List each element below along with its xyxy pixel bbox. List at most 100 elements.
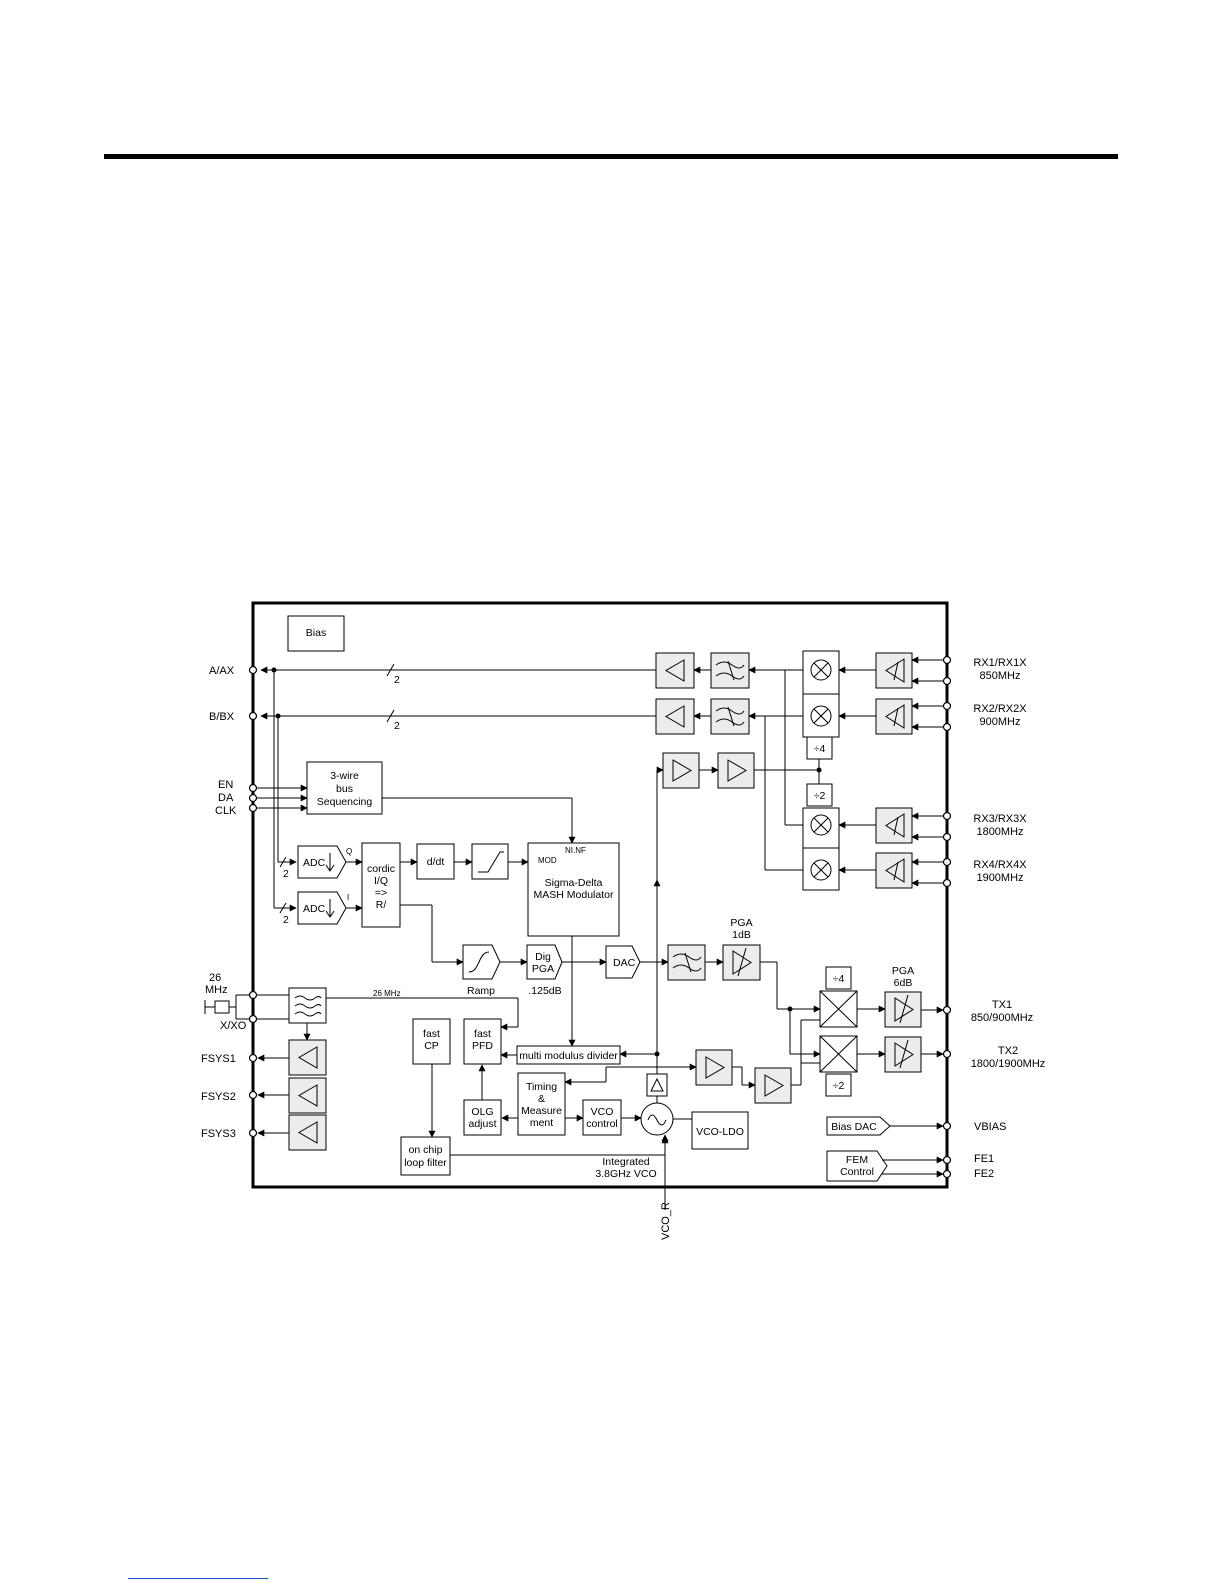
lo-buffer-amp-2 <box>717 752 755 789</box>
amp-right-icon <box>727 759 747 782</box>
svg-text:on chip: on chip <box>409 1144 443 1156</box>
svg-text:&: & <box>538 1093 545 1105</box>
olg-adjust-block: OLG adjust <box>463 1099 502 1136</box>
fsys-buffer-2 <box>288 1077 327 1114</box>
pin-label-tx1-band: 850/900MHz <box>971 1012 1033 1024</box>
svg-text:Ramp: Ramp <box>467 985 495 997</box>
sigma-delta-modulator: MOD NI.NF Sigma-Delta MASH Modulator <box>527 842 620 937</box>
pin-label-b-bx: B/BX <box>209 711 235 723</box>
svg-text:NI.NF: NI.NF <box>565 846 586 855</box>
pin-label-a-ax: A/AX <box>209 665 235 677</box>
pin-label-rx1: RX1/RX1X <box>973 657 1027 669</box>
rx-mixer-group-low-band: ÷4 <box>802 650 840 760</box>
tx-lo-amp-1 <box>695 1049 733 1086</box>
pin-label-26: 26 <box>209 972 221 984</box>
svg-text:Sequencing: Sequencing <box>317 796 373 808</box>
right-pin-labels: RX1/RX1X 850MHz RX2/RX2X 900MHz RX3/RX3X… <box>971 657 1046 1180</box>
amp-right-icon <box>764 1074 784 1097</box>
tx-lo-amp-2 <box>754 1067 792 1104</box>
pin-fsys1 <box>248 1053 258 1063</box>
svg-text:PGA: PGA <box>730 917 752 929</box>
integrated-vco: Integrated 3.8GHz VCO <box>595 1102 674 1180</box>
rx-pin-wiring <box>764 656 943 887</box>
cordic-block: cordic I/Q => R/ <box>361 842 401 928</box>
rx-baseband-amp-1 <box>655 652 695 689</box>
svg-text:VCO: VCO <box>591 1106 614 1118</box>
pin-a-ax <box>248 665 258 675</box>
vco-ldo-block: VCO-LDO <box>691 1111 749 1150</box>
svg-text:FEM: FEM <box>846 1154 868 1166</box>
svg-text:d/dt: d/dt <box>427 856 445 868</box>
pin-clk <box>248 803 258 813</box>
svg-text:MOD: MOD <box>538 856 557 865</box>
tx-pga-6db-1: PGA 6dB <box>884 965 922 1028</box>
svg-text:.125dB: .125dB <box>528 985 561 997</box>
pin-label-mhz: MHz <box>205 984 228 996</box>
svg-text:÷2: ÷2 <box>814 790 826 802</box>
mixer-icon <box>810 859 832 881</box>
pga-icon <box>894 1039 914 1069</box>
pin-label-fsys1: FSYS1 <box>201 1053 236 1065</box>
svg-text:loop filter: loop filter <box>404 1157 447 1169</box>
mixer-x-icon <box>819 1035 858 1073</box>
svg-text:MASH Modulator: MASH Modulator <box>534 889 614 901</box>
svg-text:6dB: 6dB <box>894 977 913 989</box>
rx-lowpass-filter-1 <box>710 652 750 689</box>
mixer-icon <box>810 705 832 727</box>
rx-lowpass-filter-2 <box>710 698 750 735</box>
crystal-icon <box>204 994 249 1020</box>
pin-label-x-xo: X/XO <box>220 1020 247 1032</box>
rx-mixer-group-high-band: ÷2 <box>802 783 840 891</box>
multi-modulus-divider: multi modulus divider <box>516 1045 621 1065</box>
pin-label-vbias: VBIAS <box>974 1121 1006 1133</box>
chip-outline <box>251 601 949 1189</box>
pin-b-bx <box>248 711 258 721</box>
svg-text:fast: fast <box>474 1028 491 1040</box>
svg-text:Integrated: Integrated <box>602 1156 649 1168</box>
bus-width-adc-i: 2 <box>283 914 289 926</box>
lna-icon <box>885 858 905 883</box>
pin-label-rx4-band: 1900MHz <box>976 872 1023 884</box>
svg-text:3-wire: 3-wire <box>330 770 359 782</box>
pin-label-rx1-band: 850MHz <box>980 670 1021 682</box>
tx-mixer-high-band: ÷2 <box>819 1035 858 1097</box>
svg-text:ment: ment <box>530 1117 553 1129</box>
ramp-shape-icon <box>478 851 504 873</box>
left-pins <box>248 665 258 1138</box>
lo-buffer-amp-1 <box>662 752 700 789</box>
pin-label-rx4: RX4/RX4X <box>973 859 1027 871</box>
amp-left-icon <box>298 1046 318 1069</box>
pin-fsys2 <box>248 1090 258 1100</box>
pin-label-fsys2: FSYS2 <box>201 1091 236 1103</box>
pin-label-vco-r: VCO_R <box>660 1202 672 1240</box>
svg-text:Measure: Measure <box>521 1105 562 1117</box>
tx-divider-by-2 <box>825 1073 852 1097</box>
triangle-up-icon <box>650 1077 664 1092</box>
bias-dac-block: Bias DAC <box>826 1116 891 1136</box>
svg-text:OLG: OLG <box>471 1106 493 1118</box>
pin-label-fe1: FE1 <box>974 1153 994 1165</box>
vco-control-block: VCO control <box>582 1099 622 1136</box>
filter-wave-icon <box>294 995 322 1017</box>
fem-control-block: FEM Control <box>826 1150 888 1182</box>
svg-text:÷4: ÷4 <box>814 743 826 755</box>
pin-label-rx3: RX3/RX3X <box>973 813 1027 825</box>
svg-text:fast: fast <box>423 1028 440 1040</box>
pin-fsys3 <box>248 1128 258 1138</box>
arrow-down-icon <box>325 853 335 872</box>
svg-text:adjust: adjust <box>468 1118 496 1130</box>
fast-pfd-block: fast PFD <box>463 1018 502 1065</box>
svg-text:=>: => <box>375 887 387 899</box>
three-wire-bus-sequencing: 3-wire bus Sequencing <box>306 761 383 815</box>
pin-label-clk: CLK <box>215 805 237 817</box>
digital-pga-block: Dig PGA .125dB <box>526 944 563 997</box>
ref-26mhz-label: 26 MHz <box>373 989 401 998</box>
svg-text:Sigma-Delta: Sigma-Delta <box>545 877 603 889</box>
dac-block: DAC <box>605 945 641 979</box>
lna-icon <box>885 813 905 838</box>
pin-label-tx2: TX2 <box>998 1045 1018 1057</box>
svg-text:1dB: 1dB <box>732 929 751 941</box>
amp-left-icon <box>665 659 685 682</box>
lowpass-filter-icon <box>715 660 745 681</box>
